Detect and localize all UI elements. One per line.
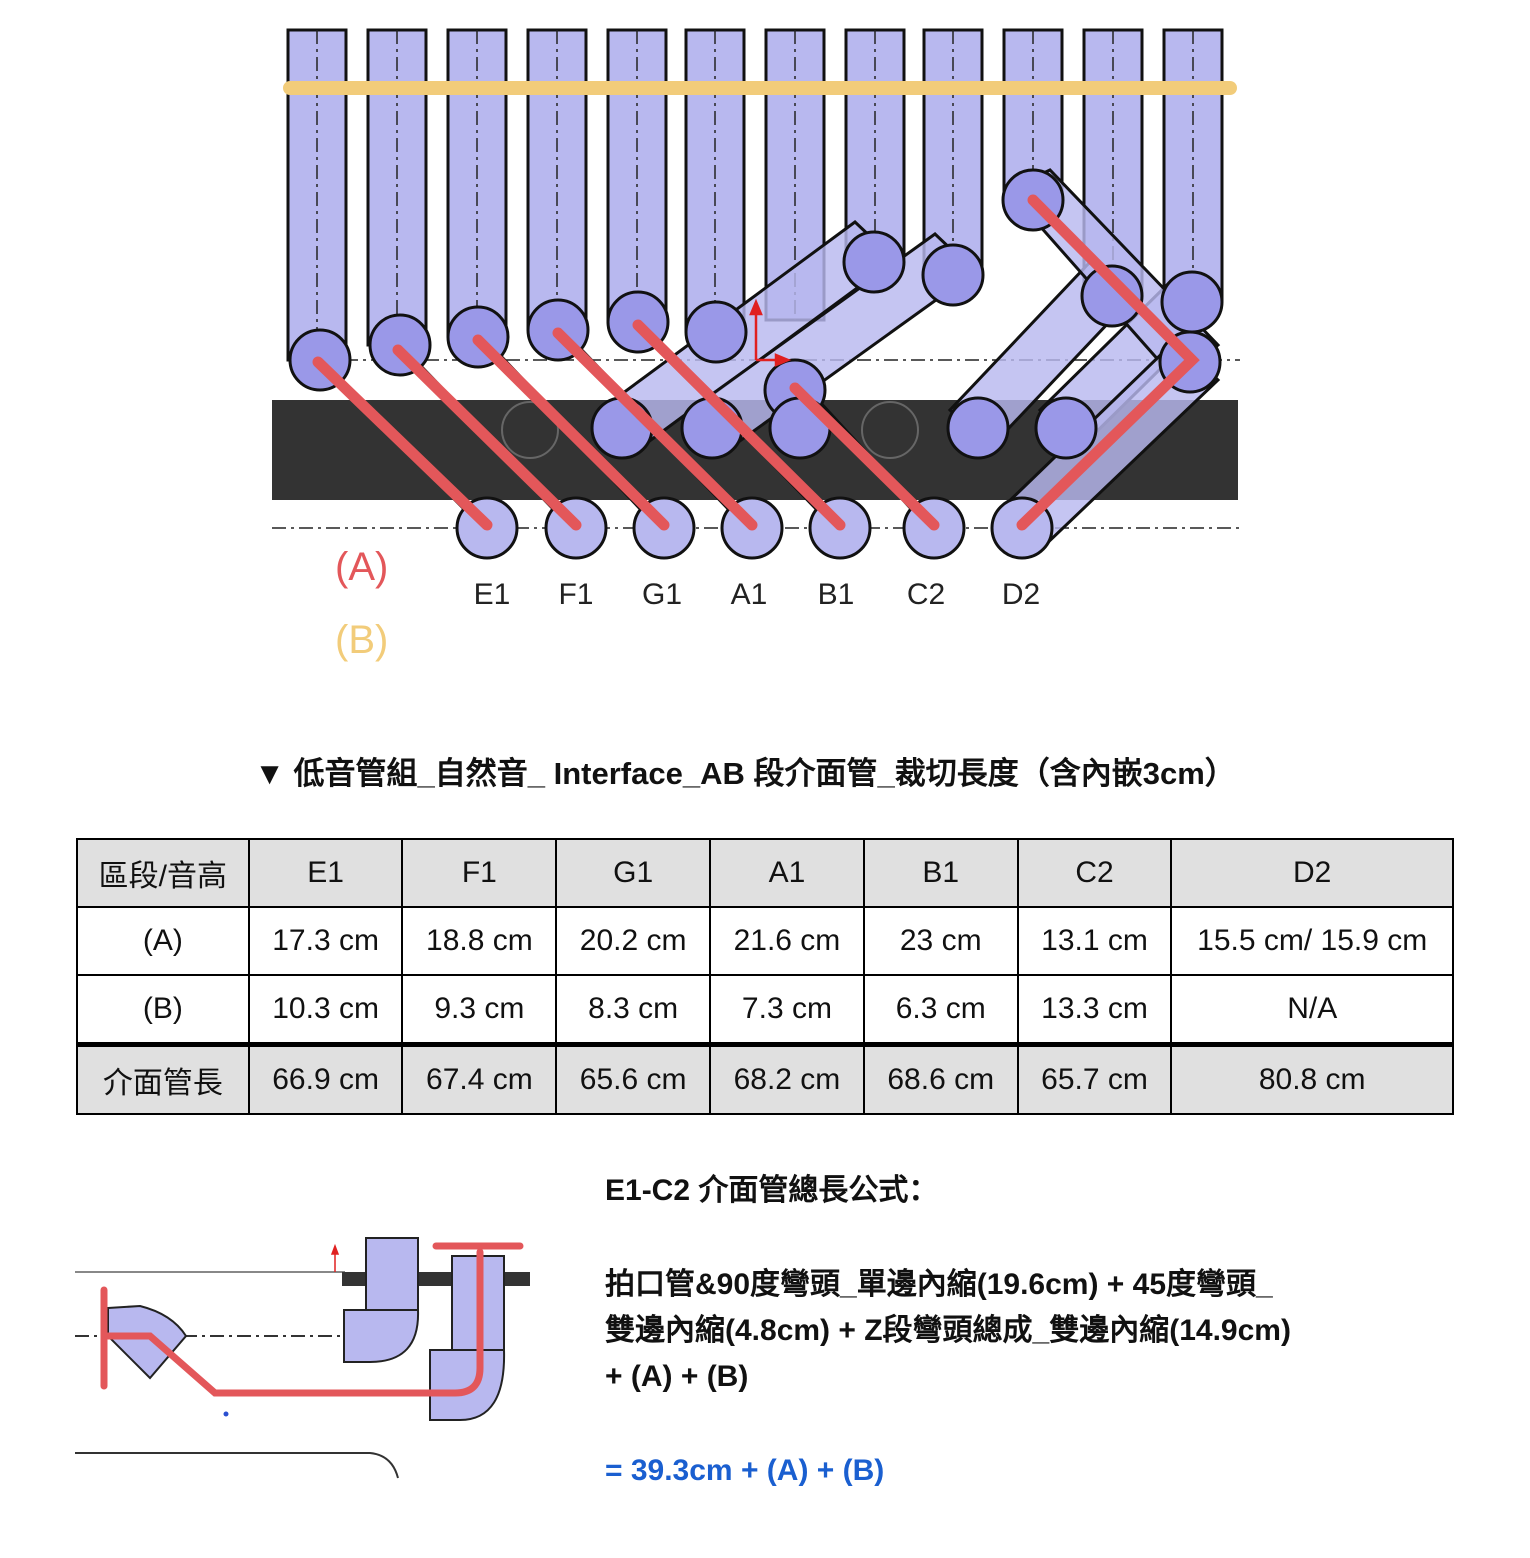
table-header-cell: E1: [247, 838, 404, 908]
note-label-c2: C2: [906, 578, 946, 611]
table-cell: 68.6 cm: [862, 1042, 1019, 1115]
table-total-row: 介面管長 66.9 cm 67.4 cm 65.6 cm 68.2 cm 68.…: [76, 1042, 1454, 1115]
table-header-cell: 區段/音高: [76, 838, 250, 908]
table-cell: (B): [76, 974, 250, 1046]
table-header-cell: A1: [709, 838, 865, 908]
formula-body: 拍口管&90度彎頭_單邊內縮(19.6cm) + 45度彎頭_ 雙邊內縮(4.8…: [605, 1262, 1465, 1400]
table-cell: 15.5 cm/ 15.9 cm: [1170, 906, 1454, 976]
table-header-cell: G1: [555, 838, 712, 908]
table-header-cell: B1: [862, 838, 1019, 908]
table-header-cell: C2: [1016, 838, 1173, 908]
table-cell: 介面管長: [76, 1042, 250, 1115]
table-cell: 17.3 cm: [247, 906, 404, 976]
table-header-cell: D2: [1170, 838, 1454, 908]
table-cell: 80.8 cm: [1170, 1042, 1454, 1115]
table-cell: 66.9 cm: [247, 1042, 404, 1115]
formula-line: 拍口管&90度彎頭_單邊內縮(19.6cm) + 45度彎頭_: [605, 1268, 1273, 1301]
formula-line: + (A) + (B): [605, 1360, 749, 1393]
origin-marker: [749, 298, 792, 367]
elbow-90-2: [429, 1349, 506, 1421]
vertical-pipe: [446, 28, 508, 337]
table-row-a: (A) 17.3 cm 18.8 cm 20.2 cm 21.6 cm 23 c…: [76, 906, 1454, 976]
table-cell: 21.6 cm: [709, 906, 865, 976]
section-title: ▼ 低音管組_自然音_ Interface_AB 段介面管_裁切長度（含內嵌3c…: [254, 756, 1236, 791]
table-cell: 20.2 cm: [555, 906, 712, 976]
table-cell: 13.1 cm: [1016, 906, 1173, 976]
formula-line: 雙邊內縮(4.8cm) + Z段彎頭總成_雙邊內縮(14.9cm): [605, 1314, 1291, 1347]
pipe-ends: [288, 168, 1224, 460]
table-cell: 65.6 cm: [555, 1042, 712, 1115]
note-label-d2: D2: [1001, 578, 1041, 611]
legend-a: (A): [335, 545, 389, 589]
plate-holes: [501, 401, 919, 459]
legend-b: (B): [335, 618, 389, 662]
table-cell: 8.3 cm: [555, 974, 712, 1046]
elbow-90-1: [343, 1309, 420, 1363]
cut-length-table: 區段/音高 E1 F1 G1 A1 B1 C2 D2 (A) 17.3 cm 1…: [76, 838, 1454, 1115]
table-header-row: 區段/音高 E1 F1 G1 A1 B1 C2 D2: [76, 838, 1454, 908]
table-cell: 68.2 cm: [709, 1042, 865, 1115]
table-cell: N/A: [1170, 974, 1454, 1046]
formula-result: = 39.3cm + (A) + (B): [605, 1454, 885, 1487]
table-cell: 10.3 cm: [247, 974, 404, 1046]
elbow-45: [107, 1304, 188, 1380]
table-cell: 23 cm: [862, 906, 1019, 976]
table-cell: 13.3 cm: [1016, 974, 1173, 1046]
table-header-cell: F1: [401, 838, 558, 908]
note-label-b1: B1: [817, 578, 855, 611]
section-a-lines: [312, 194, 1200, 531]
table-cell: 9.3 cm: [401, 974, 558, 1046]
note-label-a1: A1: [730, 578, 768, 611]
table-cell: 67.4 cm: [401, 1042, 558, 1115]
note-label-e1: E1: [473, 578, 511, 611]
note-label-f1: F1: [558, 578, 594, 611]
formula-title: E1-C2 介面管總長公式：: [605, 1174, 939, 1207]
vertical-elbow-pipe-1: [365, 1237, 419, 1311]
table-cell: 6.3 cm: [862, 974, 1019, 1046]
table-cell: 18.8 cm: [401, 906, 558, 976]
pipe-layout-diagram: [272, 28, 1240, 560]
table-row-b: (B) 10.3 cm 9.3 cm 8.3 cm 7.3 cm 6.3 cm …: [76, 974, 1454, 1046]
table-cell: 65.7 cm: [1016, 1042, 1173, 1115]
origin-dot: [223, 1411, 229, 1417]
table-cell: (A): [76, 906, 250, 976]
note-label-g1: G1: [641, 578, 683, 611]
elbow-assembly-diagram: [75, 1237, 530, 1479]
table-cell: 7.3 cm: [709, 974, 865, 1046]
